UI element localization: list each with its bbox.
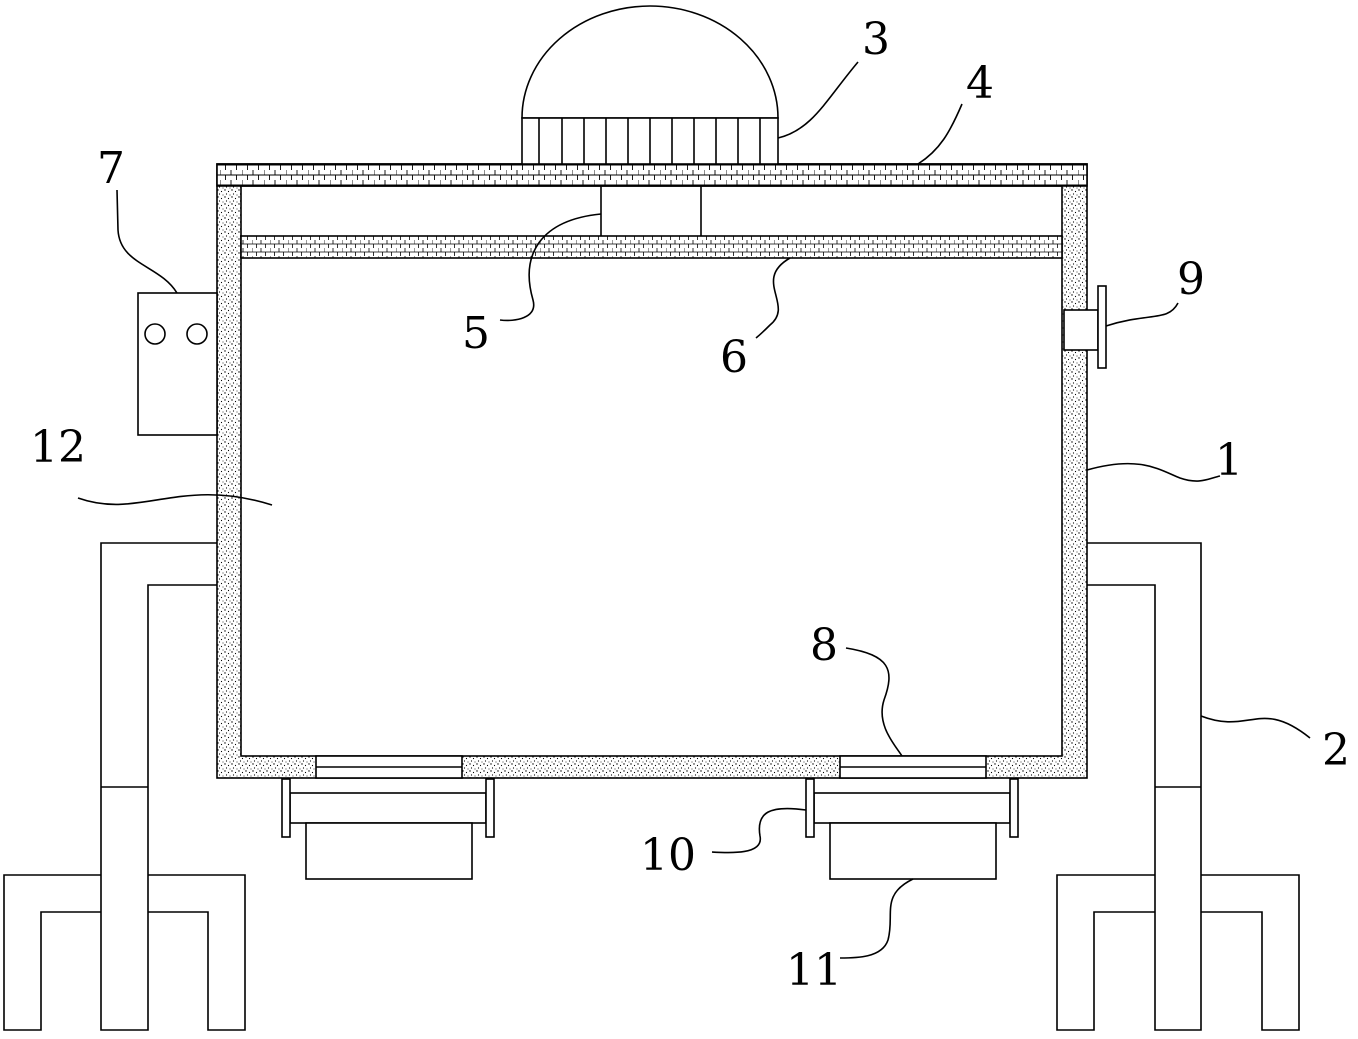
leader-lines (77, 61, 1311, 959)
label-3: 3 (862, 14, 890, 65)
label-1: 1 (1215, 435, 1243, 486)
top-plate (216, 163, 1088, 187)
left-support-leg (3, 542, 246, 1031)
inlet-pipe (1063, 285, 1107, 369)
label-2: 2 (1322, 725, 1350, 776)
label-10: 10 (640, 830, 696, 881)
right-bottom-unit (805, 778, 1019, 880)
bottom-openings (315, 755, 987, 779)
label-8: 8 (810, 620, 838, 671)
hanger-rods (600, 186, 702, 236)
label-7: 7 (97, 143, 125, 194)
label-9: 9 (1177, 254, 1205, 305)
exhaust-fan (521, 5, 779, 165)
label-6: 6 (720, 332, 748, 383)
right-support-leg (1056, 542, 1300, 1031)
control-box (137, 292, 218, 436)
left-bottom-unit (281, 778, 495, 880)
main-housing (216, 163, 1088, 779)
callout-labels: 1 2 3 4 5 6 7 8 9 10 11 12 (30, 14, 1350, 996)
label-5: 5 (462, 308, 490, 359)
label-12: 12 (30, 422, 86, 473)
label-4: 4 (966, 58, 994, 109)
filter-layer (240, 235, 1063, 259)
fan-grille (538, 118, 761, 164)
label-11: 11 (786, 945, 842, 996)
